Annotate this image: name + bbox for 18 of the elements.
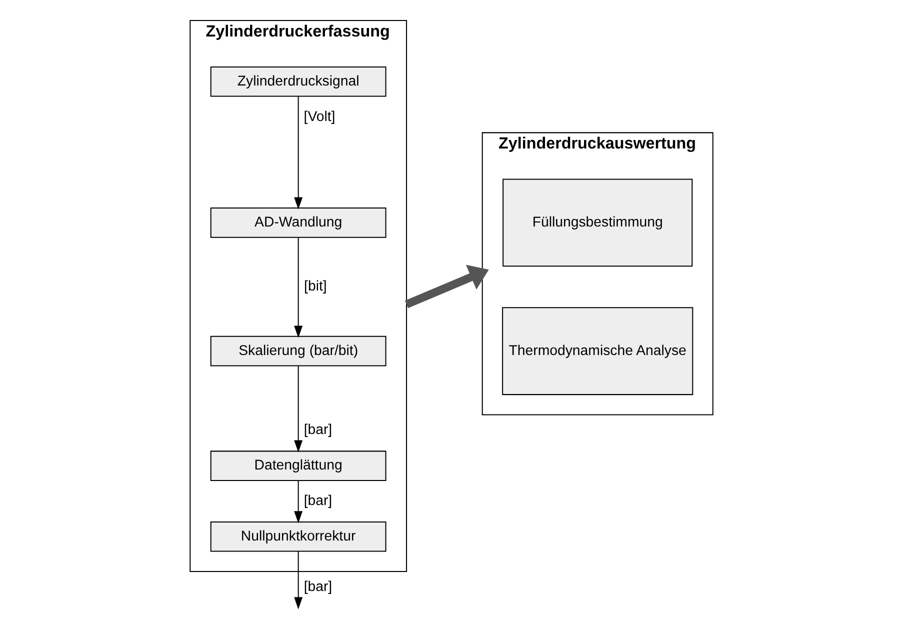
- arrow: [294, 96, 302, 210]
- edge-label: [Volt]: [303, 108, 335, 124]
- edge-label: [bar]: [303, 578, 332, 594]
- node-box: Füllungsbestimmung: [502, 178, 692, 267]
- arrow: [294, 480, 302, 524]
- node-box: Nullpunktkorrektur: [210, 521, 386, 552]
- arrow: [294, 238, 302, 338]
- edge-label: [bar]: [303, 492, 332, 508]
- edge-label: [bit]: [304, 278, 326, 294]
- arrow: [294, 552, 302, 610]
- node-box: AD-Wandlung: [210, 208, 386, 238]
- arrow: [294, 366, 302, 452]
- node-box: Skalierung (bar/bit): [210, 336, 386, 366]
- edge-label: [bar]: [303, 421, 332, 438]
- node-box: Zylinderdrucksignal: [210, 66, 386, 97]
- arrow: [404, 264, 488, 308]
- node-box: Datenglättung: [210, 450, 386, 481]
- node-box: Thermodynamische Analyse: [502, 307, 693, 396]
